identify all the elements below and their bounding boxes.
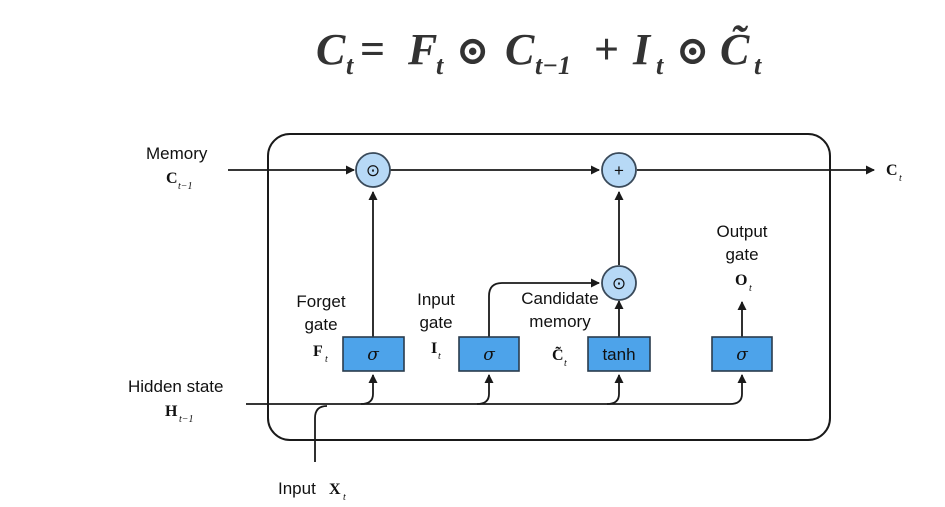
- eq-input-sub: t: [656, 51, 664, 80]
- output-gate-box: σ: [711, 336, 773, 372]
- forget-gate-label-2: gate: [304, 315, 337, 334]
- eq-cprev-sub: t−1: [535, 51, 571, 80]
- eq-cprev: C: [505, 25, 535, 74]
- output-gate-label-1: Output: [716, 222, 767, 241]
- hidden-state-label: Hidden state: [128, 377, 223, 396]
- candidate-multiply-op: ⊙: [601, 265, 637, 301]
- candidate-var: C̃: [552, 344, 564, 364]
- input-gate-sub: t: [438, 351, 441, 362]
- input-gate-label-1: Input: [417, 290, 455, 309]
- output-gate-var: O: [735, 272, 747, 289]
- eq-lhs-sub: t: [346, 51, 354, 80]
- eq-input: I: [632, 25, 652, 74]
- eq-lhs: C: [316, 25, 346, 74]
- input-gate-to-mul-path: [488, 278, 600, 337]
- input-gate-var: I: [431, 340, 437, 357]
- eq-equals: =: [360, 25, 385, 74]
- eq-plus: +: [594, 25, 619, 74]
- input-x-var: X: [329, 481, 341, 498]
- multiply-icon: ⊙: [366, 161, 380, 180]
- eq-ctilde-sub: t: [754, 51, 762, 80]
- forget-multiply-op: ⊙: [355, 152, 391, 188]
- lstm-cell-box: [267, 133, 831, 441]
- forget-gate-func: σ: [367, 345, 379, 365]
- eq-odot-2: ⊙: [676, 28, 710, 73]
- multiply-icon: ⊙: [612, 274, 626, 293]
- forget-gate-box: σ: [342, 336, 405, 372]
- hidden-var: H: [165, 403, 178, 420]
- input-gate-label-2: gate: [419, 313, 452, 332]
- input-gate-box: σ: [458, 336, 520, 372]
- candidate-label-2: memory: [529, 312, 591, 331]
- plus-icon: +: [614, 161, 624, 180]
- eq-forget: F: [407, 25, 437, 74]
- equation: C t = F t ⊙ C t−1 + I t ⊙ C̃ t: [316, 25, 762, 80]
- forget-gate-label-1: Forget: [296, 292, 345, 311]
- input-x-sub: t: [343, 492, 346, 503]
- output-gate-func: σ: [736, 345, 748, 365]
- output-c-sub: t: [899, 173, 902, 184]
- output-gate-sub: t: [749, 283, 752, 294]
- memory-var: C: [166, 170, 178, 187]
- input-x-label: Input: [278, 479, 316, 498]
- candidate-func: tanh: [602, 345, 635, 364]
- memory-add-op: +: [601, 152, 637, 188]
- candidate-label-1: Candidate: [521, 289, 599, 308]
- candidate-box: tanh: [587, 336, 651, 372]
- eq-ctilde: C̃: [720, 25, 750, 74]
- output-gate-label-2: gate: [725, 245, 758, 264]
- hidden-sub: t−1: [179, 414, 194, 425]
- forget-gate-var: F: [313, 343, 323, 360]
- candidate-sub: t: [564, 358, 567, 369]
- memory-sub: t−1: [178, 181, 193, 192]
- memory-label: Memory: [146, 144, 208, 163]
- eq-odot-1: ⊙: [456, 28, 490, 73]
- eq-forget-sub: t: [436, 51, 444, 80]
- forget-gate-sub: t: [325, 354, 328, 365]
- input-bus: [246, 374, 747, 462]
- output-c-var: C: [886, 162, 898, 179]
- input-gate-func: σ: [483, 345, 495, 365]
